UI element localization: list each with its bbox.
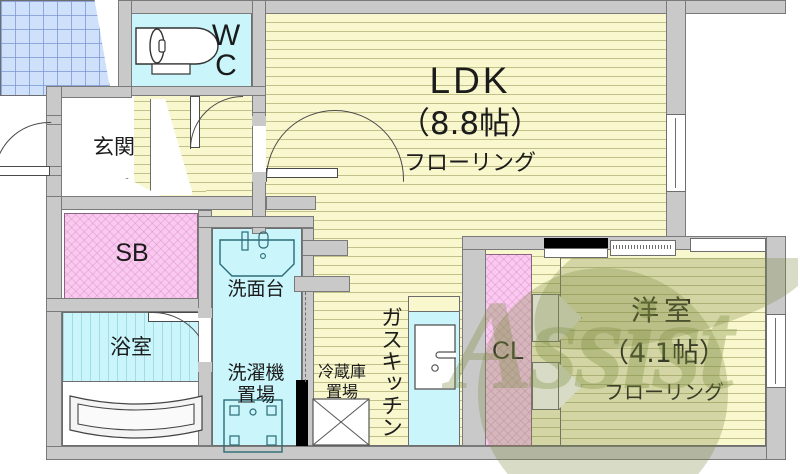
wall-bedroom-left — [462, 236, 486, 446]
label-shoebox: SB — [115, 239, 149, 267]
label-western-size: （4.1帖） — [602, 338, 726, 369]
label-kitchen: ガスキッチン — [377, 306, 402, 438]
label-ldk-name: LDK — [429, 60, 511, 101]
wall-sb-bottom — [46, 298, 212, 312]
wall-wc-left — [118, 0, 132, 96]
wall-wc-bottom — [118, 86, 266, 96]
label-ldk-flooring: フローリング — [403, 151, 536, 176]
partition-bedroom-top-black — [544, 238, 608, 248]
label-wc-line1: W — [211, 19, 241, 52]
label-washbasin: 洗面台 — [227, 278, 285, 300]
room-western — [560, 248, 766, 446]
closet-door-lower[interactable] — [532, 362, 560, 410]
vanity-sink-icon — [219, 231, 295, 277]
closet-door-upper[interactable] — [532, 294, 560, 342]
ldk-door-jamb-bottom — [252, 172, 266, 182]
counter-dashed-line — [305, 292, 306, 382]
window-ldk-right — [666, 114, 686, 192]
label-genkan: 玄関 — [93, 135, 135, 159]
window-bedroom-topright — [690, 238, 766, 252]
ldk-door-jamb-top — [252, 116, 266, 126]
window-bedroom-right — [766, 314, 786, 388]
bath-door-jamb-top — [198, 308, 212, 318]
label-western-flooring: フローリング — [604, 380, 724, 404]
kitchen-counter-top — [408, 296, 460, 312]
room-closet — [484, 254, 532, 446]
wall-right-upper — [666, 0, 686, 118]
wall-right-bedroom — [766, 236, 786, 318]
room-sanitary — [212, 228, 302, 446]
room-shoebox — [64, 213, 198, 299]
label-fridge-line1: 冷蔵庫 — [317, 362, 366, 381]
window-bedroom-topleft — [544, 248, 608, 258]
washing-machine-pan-icon — [223, 399, 283, 453]
label-washer-line1: 洗濯機 — [227, 362, 285, 384]
room-genkan — [0, 0, 110, 96]
bath-door-jamb-bottom — [198, 362, 212, 372]
entry-door-jamb-top — [46, 115, 62, 125]
partition-fridge — [296, 380, 308, 446]
wall-hall-right-jog — [266, 196, 316, 210]
refrigerator-space-icon — [312, 398, 370, 446]
label-ldk-size: （8.8帖） — [398, 106, 542, 142]
counter-stub-upper — [302, 240, 348, 256]
bath-door-opening — [199, 318, 211, 362]
kitchen-sink-icon — [414, 324, 456, 390]
label-closet: CL — [492, 337, 524, 365]
label-washer-line2: 置場 — [236, 384, 275, 406]
counter-stub-lower — [294, 276, 350, 292]
wall-left-outer — [46, 196, 62, 458]
label-wc-line2: C — [215, 49, 237, 82]
wall-sanitary-top — [198, 216, 314, 228]
wall-wc-right — [252, 0, 266, 124]
window-bedroom-right-mullion — [775, 318, 776, 384]
window-ldk-right-mullion — [675, 118, 676, 188]
wall-bottom — [46, 446, 786, 460]
label-fridge-line2: 置場 — [325, 382, 358, 401]
ldk-door-opening — [253, 124, 266, 174]
toilet-icon — [135, 27, 219, 75]
window-bedroom-topmid-hatch — [613, 245, 673, 249]
label-western-name: 洋室 — [630, 294, 697, 327]
wall-genkan-bottom — [46, 196, 262, 210]
label-bathroom: 浴室 — [110, 335, 152, 359]
wall-right-bedroom-lower — [766, 384, 786, 460]
room-ldk — [252, 12, 669, 446]
bathtub-icon — [69, 395, 203, 439]
